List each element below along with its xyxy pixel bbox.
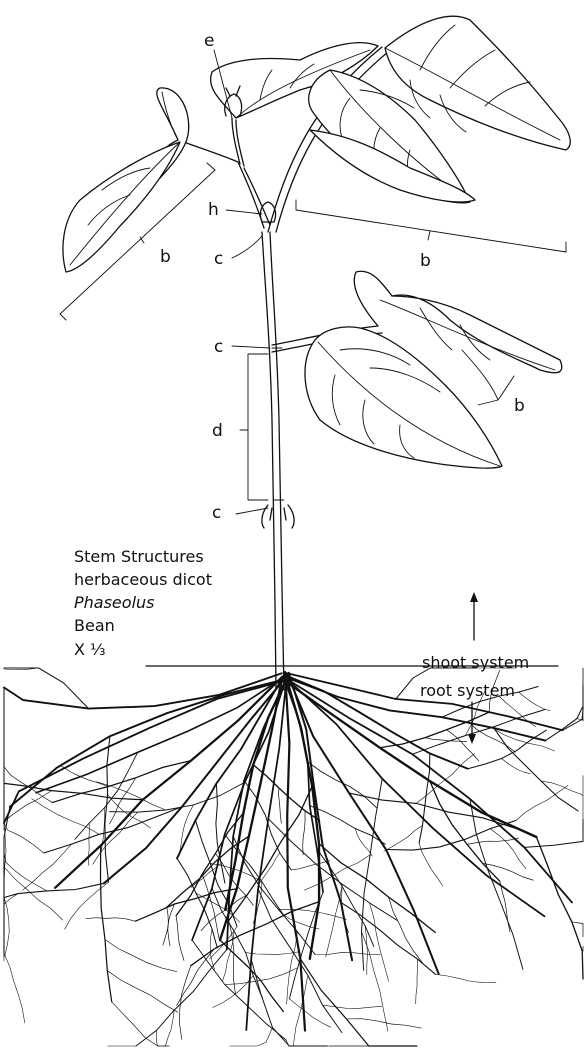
- root-branch: [101, 846, 112, 1002]
- root-branch: [284, 676, 545, 916]
- label-c-upper: c: [214, 249, 223, 269]
- caption: Stem Structures herbaceous dicot Phaseol…: [74, 547, 212, 659]
- root-branch: [572, 922, 583, 937]
- root-branch: [349, 793, 515, 828]
- root-branch: [246, 952, 299, 955]
- root-branch: [110, 782, 245, 812]
- label-e: e: [204, 31, 214, 51]
- root-branch: [494, 728, 578, 811]
- caption-subtitle: herbaceous dicot: [74, 570, 212, 589]
- root-branch: [355, 829, 372, 857]
- root-branch: [435, 974, 496, 982]
- root-branch: [470, 799, 523, 969]
- root-branch: [326, 884, 343, 957]
- root-branch: [107, 971, 177, 1013]
- root-branch: [4, 791, 52, 831]
- root-branch: [362, 932, 388, 1032]
- root-branch: [536, 837, 583, 979]
- caption-genus: Phaseolus: [74, 593, 154, 612]
- label-h: h: [208, 200, 219, 220]
- root-branch: [545, 687, 583, 741]
- root-branch: [135, 889, 236, 922]
- root-branch: [419, 843, 443, 886]
- root-branch: [467, 838, 518, 844]
- root-branch: [281, 678, 536, 837]
- root-branch: [384, 825, 423, 851]
- root-branch: [346, 1019, 421, 1028]
- root-branch: [386, 821, 516, 851]
- caption-common-name: Bean: [74, 616, 115, 635]
- root-branch: [4, 953, 25, 1023]
- root-branch: [4, 897, 9, 956]
- root-branch: [289, 999, 330, 1027]
- label-d: d: [212, 421, 223, 441]
- root-branch: [430, 781, 500, 881]
- label-c-lower: c: [212, 503, 221, 523]
- root-branch: [300, 959, 417, 1046]
- root-branch: [365, 926, 368, 975]
- label-b-top-right: b: [420, 251, 431, 271]
- label-b-left: b: [160, 247, 171, 267]
- root-branch: [230, 1028, 273, 1046]
- root-branch: [23, 844, 72, 890]
- root-branch: [490, 829, 526, 869]
- root-branch: [317, 849, 374, 947]
- root-branch: [519, 692, 551, 711]
- root-branch: [213, 976, 254, 1008]
- root-branch: [315, 953, 380, 955]
- root-branch: [286, 1040, 306, 1046]
- root-branch: [105, 736, 110, 882]
- root-branch: [279, 788, 282, 823]
- root-branch: [177, 676, 284, 858]
- root-branch: [177, 949, 215, 1006]
- root-branch: [4, 783, 143, 799]
- root-branch: [167, 907, 170, 946]
- root-branch: [251, 959, 327, 1046]
- root-branch: [52, 761, 191, 803]
- root-branch: [416, 959, 418, 1004]
- upper-left-petiole: [178, 140, 270, 228]
- root-branch: [516, 786, 568, 821]
- root-branch: [380, 712, 489, 748]
- up-arrow-icon: [470, 592, 478, 640]
- shoot-system-label: shoot system: [422, 653, 529, 672]
- root-branch: [4, 867, 63, 920]
- root-system-label: root system: [420, 681, 515, 700]
- root-branch: [88, 823, 89, 865]
- main-stem: [262, 232, 284, 690]
- root-branch: [176, 916, 184, 961]
- root-branch: [93, 812, 138, 864]
- root-branch: [180, 966, 191, 1040]
- root-branch: [287, 932, 298, 1005]
- root-branch: [341, 902, 435, 974]
- root-branch: [563, 687, 584, 730]
- root-branch: [4, 894, 18, 920]
- root-branch: [291, 861, 329, 870]
- root-branch: [389, 897, 423, 963]
- root-branch: [4, 853, 47, 891]
- label-b-middle-right: b: [514, 396, 525, 416]
- root-branch: [303, 811, 305, 855]
- caption-magnification: X ⅓: [74, 640, 106, 659]
- root-branch: [4, 817, 44, 853]
- root-system: [4, 668, 583, 1046]
- root-branch: [156, 1030, 159, 1046]
- root-branch: [541, 781, 583, 796]
- root-branch: [225, 968, 297, 985]
- root-branch: [323, 1005, 382, 1008]
- root-branch: [293, 975, 307, 1046]
- label-c-middle: c: [214, 337, 223, 357]
- caption-title: Stem Structures: [74, 547, 204, 566]
- root-branch: [524, 820, 583, 848]
- root-branch: [112, 1002, 170, 1046]
- shoot-tip-branch: [232, 118, 244, 166]
- root-branch: [308, 762, 377, 808]
- root-branch: [105, 940, 177, 972]
- root-branch: [284, 678, 323, 893]
- root-branch: [163, 1010, 174, 1046]
- root-branch: [86, 918, 136, 922]
